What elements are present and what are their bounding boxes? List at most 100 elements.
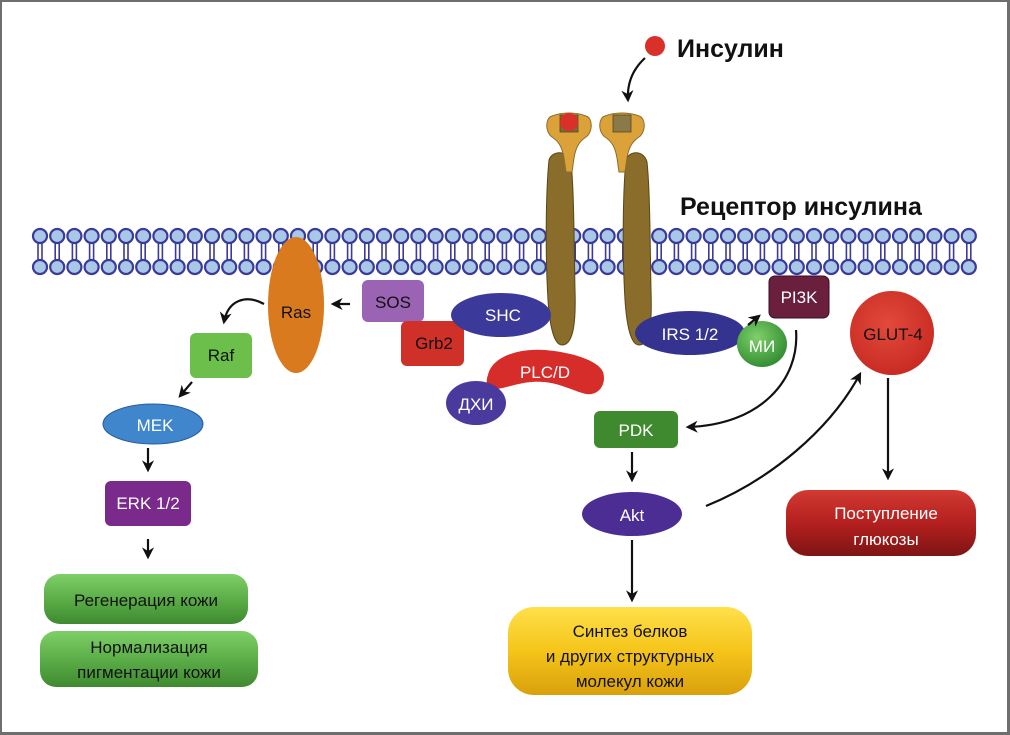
lipid-head [685, 258, 702, 276]
insulin-receptor [545, 112, 652, 346]
lipid-head [943, 227, 960, 245]
lipid-head [754, 258, 771, 276]
lipid-head [840, 258, 857, 276]
lipid-head [49, 227, 66, 245]
lipid-head [702, 227, 719, 245]
ras-node: Ras [268, 237, 324, 373]
lipid-head [272, 227, 289, 245]
insulin-binding-arrow [621, 57, 646, 103]
lipid-head [169, 258, 186, 276]
lipid-head [341, 227, 358, 245]
akt-label: Akt [620, 506, 645, 525]
sos-node: SOS [362, 280, 424, 322]
lipid-head [788, 258, 805, 276]
lipid-head [427, 258, 444, 276]
lipid-head [375, 227, 393, 245]
lipid-head [255, 227, 272, 245]
lipid-head [117, 258, 135, 276]
receptor-label: Рецептор инсулина [680, 193, 923, 221]
lipid-head [31, 227, 49, 245]
synthesis-label-line3: молекул кожи [576, 672, 684, 691]
lipid-head [100, 227, 117, 245]
akt-to-glut4-arrow [705, 371, 862, 508]
lipid-head [754, 227, 771, 245]
pigmentation-label-line1: Нормализация [90, 638, 207, 657]
lipid-head [186, 227, 203, 245]
plcd-label: PLC/D [520, 363, 570, 382]
erk-node: ERK 1/2 [105, 481, 191, 526]
glut4-label: GLUT-4 [863, 325, 923, 344]
insulin-molecule-icon [645, 36, 665, 56]
lipid-head [410, 227, 427, 245]
lipid-head [49, 258, 66, 276]
lipid-head [651, 227, 668, 245]
lipid-head [891, 227, 909, 245]
plcd-node: PLC/D [486, 349, 604, 395]
lipid-head [530, 258, 547, 276]
lipid-head [685, 227, 702, 245]
dhi-label: ДХИ [458, 395, 493, 414]
lipid-head [909, 227, 926, 245]
lipid-head [496, 227, 513, 245]
lipid-head [427, 227, 444, 245]
lipid-head [461, 258, 479, 276]
lipid-head [943, 258, 960, 276]
lipid-head [668, 227, 685, 245]
insulin-label: Инсулин [677, 35, 784, 63]
lipid-head [823, 227, 840, 245]
lipid-head [31, 258, 49, 276]
lipid-head [599, 227, 616, 245]
lipid-head [221, 258, 238, 276]
lipid-head [805, 258, 823, 276]
sos-label: SOS [375, 293, 411, 312]
shc-label: SHC [485, 306, 521, 325]
lipid-head [238, 258, 255, 276]
lipid-head [771, 258, 788, 276]
cell-membrane [31, 227, 977, 276]
lipid-head [66, 258, 83, 276]
lipid-head [324, 258, 341, 276]
lipid-head [582, 258, 599, 276]
lipid-head [375, 258, 393, 276]
lipid-head [186, 258, 203, 276]
mi-node: МИ [737, 321, 787, 367]
akt-node: Akt [582, 492, 682, 536]
lipid-head [771, 227, 788, 245]
lipid-head [926, 258, 943, 276]
lipid-head [891, 258, 909, 276]
mi-to-pi3k-arrow [747, 314, 761, 327]
erk-label: ERK 1/2 [116, 494, 179, 513]
lipid-head [83, 258, 100, 276]
bound-insulin-icon [560, 113, 578, 131]
lipid-head [737, 227, 754, 245]
mek-node: MEK [102, 403, 204, 445]
lipid-head [737, 258, 754, 276]
pi3k-label: PI3K [781, 288, 819, 307]
lipid-head [823, 258, 840, 276]
lipid-head [203, 258, 221, 276]
lipid-head [874, 227, 891, 245]
lipid-head [513, 258, 530, 276]
lipid-head [238, 227, 255, 245]
pi3k-to-pdk-arrow [685, 329, 798, 433]
lipid-head [582, 227, 599, 245]
lipid-head [857, 227, 874, 245]
irs-label: IRS 1/2 [662, 325, 719, 344]
glucose-label-line1: Поступление [834, 504, 938, 523]
pdk-node: PDK [594, 411, 678, 448]
lipid-head [255, 258, 272, 276]
lipid-head [599, 258, 616, 276]
lipid-head [719, 227, 737, 245]
lipid-head [874, 258, 891, 276]
synthesis-label-line1: Синтез белков [573, 622, 688, 641]
pigmentation-label-line2: пигментации кожи [77, 663, 221, 682]
lipid-head [513, 227, 530, 245]
raf-node: Raf [190, 333, 252, 378]
lipid-head [358, 227, 375, 245]
lipid-head [152, 258, 169, 276]
lipid-head [117, 227, 135, 245]
outcome-glucose-uptake: Поступление глюкозы [786, 490, 976, 556]
outcome-protein-synthesis: Синтез белков и других структурных молек… [508, 607, 752, 695]
regeneration-label: Регенерация кожи [74, 591, 218, 610]
outcome-pigmentation-normalization: Нормализация пигментации кожи [40, 631, 258, 687]
